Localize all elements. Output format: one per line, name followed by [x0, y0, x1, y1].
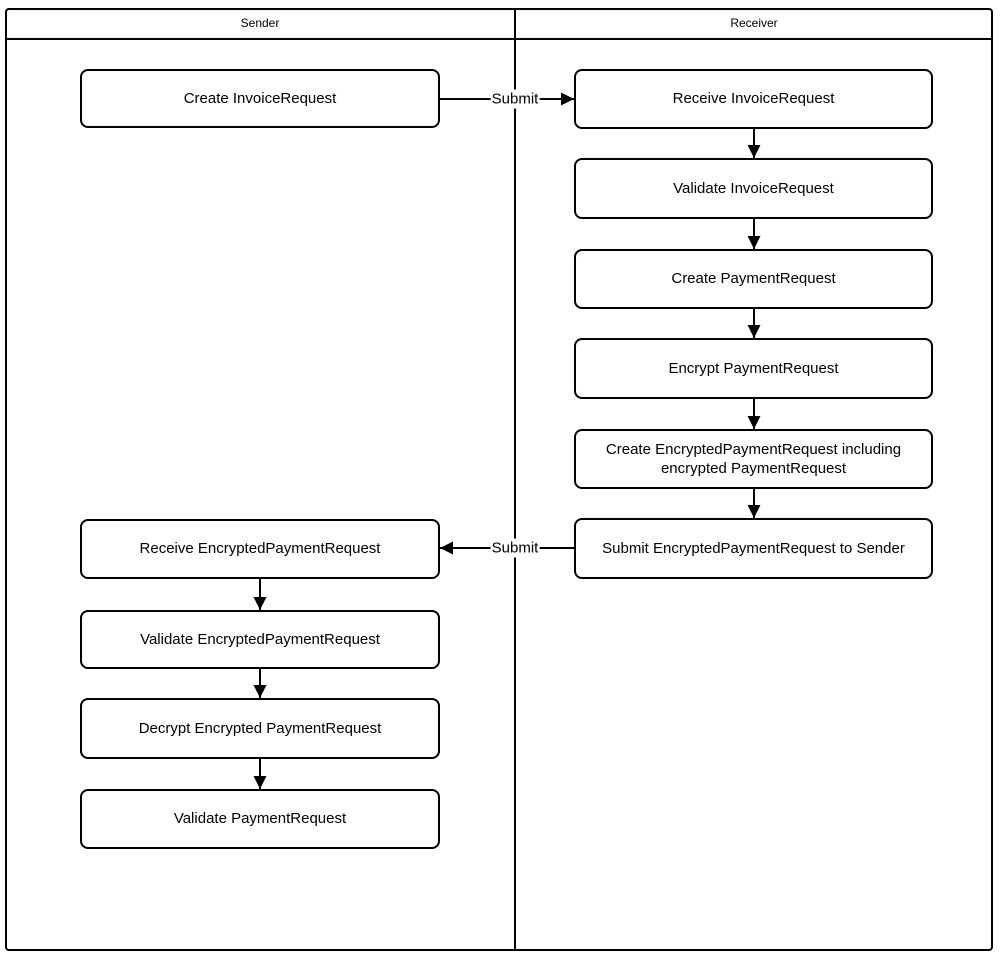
edge-label-submit-to-receiver: Submit — [490, 89, 540, 109]
node-submit-encryptedpaymentrequest: Submit EncryptedPaymentRequest to Sender — [574, 518, 933, 579]
node-create-paymentrequest-label: Create PaymentRequest — [671, 270, 836, 288]
node-decrypt-encrypted-paymentrequest-label: Decrypt Encrypted PaymentRequest — [138, 719, 382, 737]
lane-header-receiver: Receiver — [515, 8, 993, 38]
node-encrypt-paymentrequest-label: Encrypt PaymentRequest — [668, 359, 839, 377]
node-validate-paymentrequest: Validate PaymentRequest — [80, 789, 440, 849]
lane-header-sender: Sender — [5, 8, 515, 38]
node-receive-encryptedpaymentrequest: Receive EncryptedPaymentRequest — [80, 519, 440, 579]
node-receive-invoicerequest-label: Receive InvoiceRequest — [672, 90, 835, 108]
node-validate-invoicerequest-label: Validate InvoiceRequest — [673, 179, 834, 197]
node-validate-invoicerequest: Validate InvoiceRequest — [574, 158, 933, 219]
node-create-encryptedpaymentrequest-label: Create EncryptedPaymentRequest including… — [605, 440, 902, 478]
node-receive-invoicerequest: Receive InvoiceRequest — [574, 69, 933, 129]
lane-divider — [514, 8, 516, 951]
lane-header-sender-label: Sender — [240, 16, 280, 30]
node-create-invoicerequest-label: Create InvoiceRequest — [183, 89, 337, 107]
node-validate-paymentrequest-label: Validate PaymentRequest — [173, 810, 347, 828]
node-validate-encryptedpaymentrequest-label: Validate EncryptedPaymentRequest — [140, 630, 380, 648]
node-receive-encryptedpaymentrequest-label: Receive EncryptedPaymentRequest — [139, 540, 381, 558]
node-submit-encryptedpaymentrequest-label: Submit EncryptedPaymentRequest to Sender — [602, 539, 905, 557]
edge-label-submit-to-sender: Submit — [490, 538, 540, 558]
node-create-paymentrequest: Create PaymentRequest — [574, 249, 933, 309]
node-create-invoicerequest: Create InvoiceRequest — [80, 69, 440, 128]
header-separator-line — [5, 38, 993, 40]
node-create-encryptedpaymentrequest: Create EncryptedPaymentRequest including… — [574, 429, 933, 489]
node-encrypt-paymentrequest: Encrypt PaymentRequest — [574, 338, 933, 399]
node-validate-encryptedpaymentrequest: Validate EncryptedPaymentRequest — [80, 610, 440, 669]
lane-header-receiver-label: Receiver — [730, 16, 778, 30]
node-decrypt-encrypted-paymentrequest: Decrypt Encrypted PaymentRequest — [80, 698, 440, 759]
